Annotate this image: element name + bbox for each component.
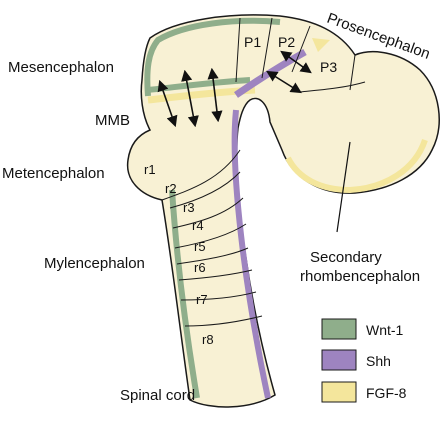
mesencephalon-label: Mesencephalon: [8, 59, 114, 76]
prosomere-boundary: [349, 54, 356, 91]
rhombomere-boundary: [176, 247, 249, 265]
rhombomere-boundary: [172, 197, 244, 229]
secondary-rhombencephalon-label-line1: Secondary: [310, 249, 382, 266]
rhombomere-label: r3: [183, 200, 195, 215]
legend: Wnt-1 Shh FGF-8: [321, 318, 407, 403]
prosencephalon-boundary: [299, 81, 366, 93]
rhombomere-boundary: [184, 315, 263, 327]
legend-label-shh: Shh: [366, 353, 391, 369]
prosomere-boundary: [235, 17, 241, 83]
rhombomere-boundary: [161, 149, 241, 201]
neural-tube-body: [126, 14, 440, 408]
prosomere-label: P3: [320, 59, 337, 75]
rhombomere-label: r5: [194, 239, 206, 254]
legend-label-fgf8: FGF-8: [366, 385, 407, 401]
rhombomere-label: r7: [196, 292, 208, 307]
prosomere-label: P2: [278, 34, 295, 50]
legend-label-wnt1: Wnt-1: [366, 322, 404, 338]
rhombomere-boundary: [169, 171, 241, 209]
mmb-arrow: [157, 79, 178, 128]
prosomere-label: P1: [244, 34, 261, 50]
p-arrow: [266, 70, 302, 94]
legend-swatch-fgf8: [321, 381, 357, 403]
rhombomere-label: r1: [144, 162, 156, 177]
mmb-arrow: [181, 69, 199, 128]
mylencephalon-label: Mylencephalon: [44, 255, 145, 272]
rhombomere-boundary: [178, 269, 253, 281]
p-arrow: [280, 50, 312, 74]
rhombomere-boundary: [174, 223, 247, 249]
prosomere-boundary: [261, 17, 273, 79]
legend-swatch-shh: [321, 349, 357, 371]
secondary-rhombencephalon-label-line2: rhombencephalon: [300, 268, 420, 285]
fgf8-p2-mark: [312, 38, 330, 52]
metencephalon-label: Metencephalon: [2, 165, 105, 182]
wnt1-dorsal-strip: [144, 17, 281, 97]
rhombomere-boundary: [180, 291, 257, 301]
legend-swatch-wnt1: [321, 318, 357, 340]
wnt1-hindbrain-strip: [169, 189, 200, 399]
spinal-cord-label: Spinal cord: [120, 387, 195, 404]
mmb-label: MMB: [95, 112, 130, 129]
rhombomere-label: r2: [165, 181, 177, 196]
rhombomere-label: r4: [192, 218, 204, 233]
secondary-leader-line: [336, 141, 351, 233]
shh-ventral-strip: [231, 109, 271, 399]
rhombomere-label: r8: [202, 332, 214, 347]
mmb-arrow: [207, 67, 223, 123]
fgf8-prosencephalon-edge: [285, 138, 428, 194]
rhombomere-label: r6: [194, 260, 206, 275]
